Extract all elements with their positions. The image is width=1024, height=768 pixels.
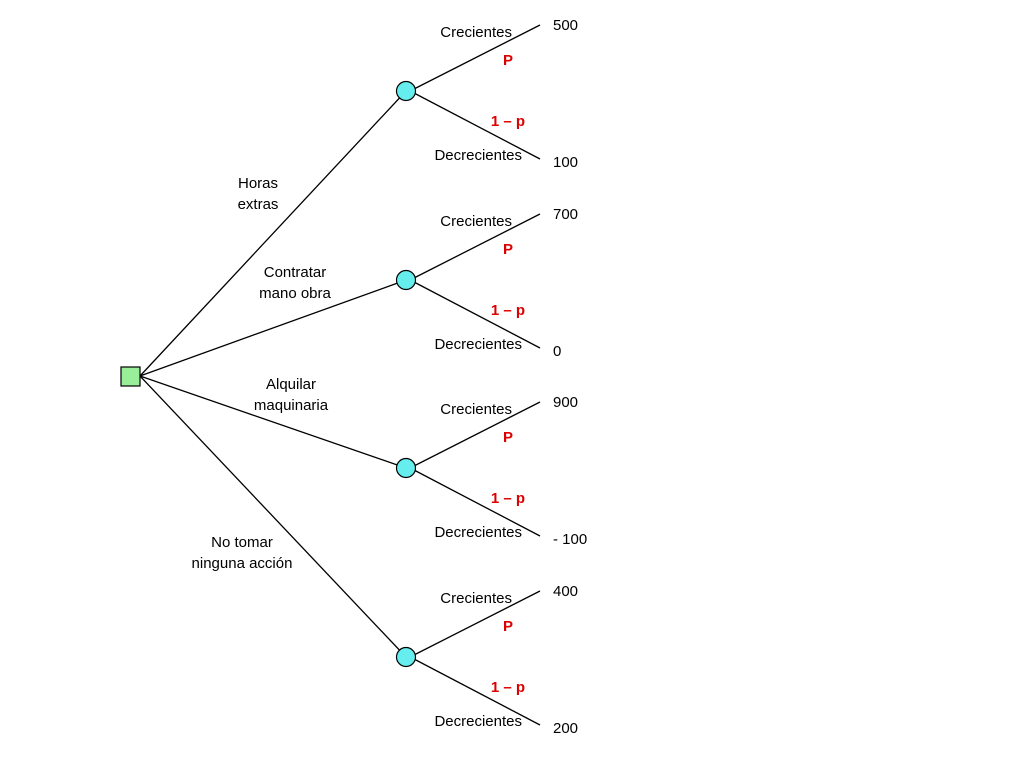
branch-edge-2: [139, 279, 407, 377]
state-label-up-3: Crecientes: [440, 401, 512, 418]
outcome-edge-up-2: [413, 213, 541, 279]
tree-edges: [139, 24, 541, 726]
state-label-down-4: Decrecientes: [434, 713, 522, 730]
state-label-up-2: Crecientes: [440, 213, 512, 230]
probability-up-3: P: [503, 429, 513, 446]
chance-node-4: [395, 646, 417, 668]
decision-node: [120, 366, 141, 387]
state-label-down-1: Decrecientes: [434, 147, 522, 164]
probability-up-1: P: [503, 52, 513, 69]
state-label-up-4: Crecientes: [440, 590, 512, 607]
state-label-down-2: Decrecientes: [434, 336, 522, 353]
alternative-label-4-line-2: ninguna acción: [192, 555, 293, 572]
outcome-edge-down-1: [413, 92, 541, 160]
outcome-edge-down-3: [413, 469, 541, 537]
branch-edge-4: [139, 375, 407, 658]
alternative-label-1-line-2: extras: [238, 196, 279, 213]
tree-nodes: [120, 80, 417, 668]
alternative-label-3-line-2: maquinaria: [254, 397, 329, 414]
payoff-value-up-4: 400: [553, 583, 578, 600]
alternative-label-1-line-1: Horas: [238, 175, 278, 192]
alternative-label-2-line-1: Contratar: [264, 264, 327, 281]
state-label-up-1: Crecientes: [440, 24, 512, 41]
alternative-label-3-line-1: Alquilar: [266, 376, 316, 393]
outcome-edge-up-1: [413, 24, 541, 90]
outcome-edge-up-3: [413, 401, 541, 467]
probability-up-2: P: [503, 241, 513, 258]
chance-node-3: [395, 457, 417, 479]
outcome-edge-up-4: [413, 590, 541, 656]
probability-down-3: 1 – p: [491, 490, 525, 507]
payoff-value-up-2: 700: [553, 206, 578, 223]
payoff-value-down-1: 100: [553, 154, 578, 171]
payoff-value-down-2: 0: [553, 343, 561, 360]
probability-down-1: 1 – p: [491, 113, 525, 130]
payoff-value-down-3: - 100: [553, 531, 587, 548]
payoff-value-down-4: 200: [553, 720, 578, 737]
branch-edge-3: [139, 375, 407, 469]
outcome-edge-down-4: [413, 658, 541, 726]
outcome-edge-down-2: [413, 281, 541, 349]
probability-down-4: 1 – p: [491, 679, 525, 696]
alternative-label-2-line-2: mano obra: [259, 285, 331, 302]
state-label-down-3: Decrecientes: [434, 524, 522, 541]
payoff-value-up-1: 500: [553, 17, 578, 34]
chance-node-2: [395, 269, 417, 291]
alternative-label-4-line-1: No tomar: [211, 534, 273, 551]
probability-up-4: P: [503, 618, 513, 635]
payoff-value-up-3: 900: [553, 394, 578, 411]
probability-down-2: 1 – p: [491, 302, 525, 319]
chance-node-1: [395, 80, 417, 102]
branch-edge-1: [139, 90, 407, 377]
